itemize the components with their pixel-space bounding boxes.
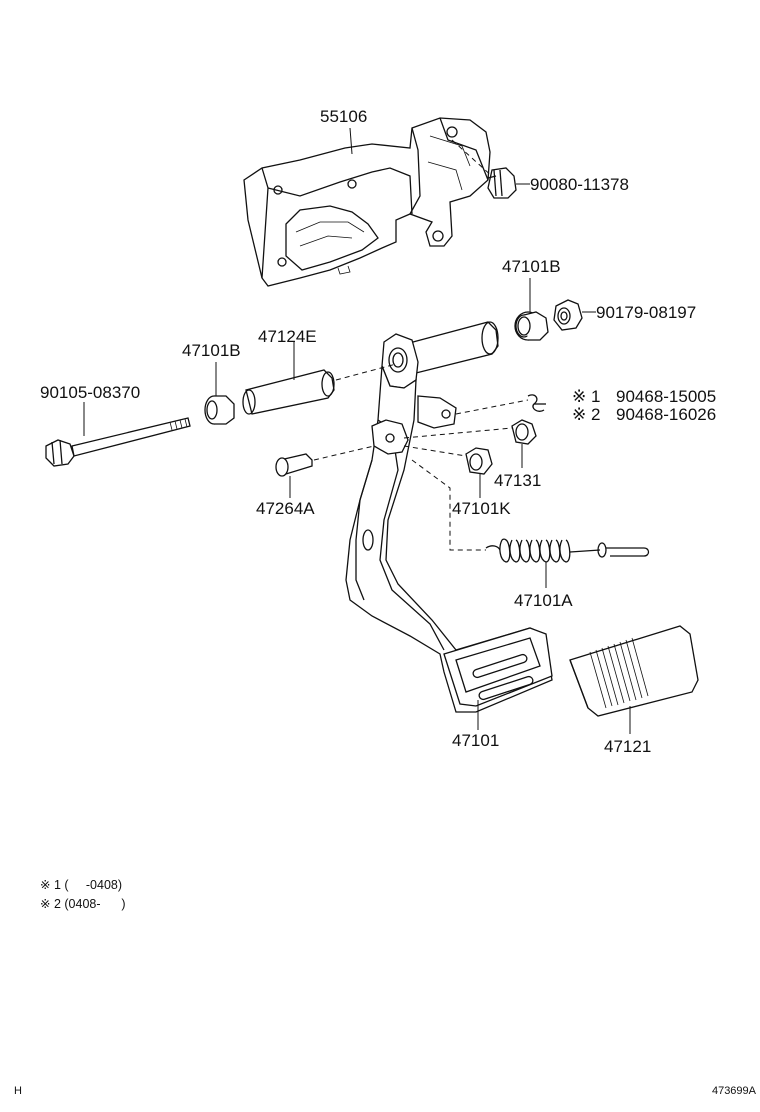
note-2: ※ 2 (0408- ) xyxy=(40,897,126,911)
label-90179-08197: 90179-08197 xyxy=(596,303,696,322)
pin-47264a[interactable] xyxy=(275,453,313,477)
label-47131: 47131 xyxy=(494,471,541,490)
pedal-bracket-55106[interactable] xyxy=(243,117,491,287)
label-90468-15005: 90468-15005 xyxy=(616,387,716,406)
mark-1: ※ 1 xyxy=(572,387,600,406)
label-47264a: 47264A xyxy=(256,499,315,518)
label-47101b-left: 47101B xyxy=(182,341,241,360)
bushing-47101b-right[interactable] xyxy=(514,311,549,341)
leader-55106 xyxy=(349,127,353,155)
note-1: ※ 1 ( -0408) xyxy=(40,878,122,892)
label-47101b-right: 47101B xyxy=(502,257,561,276)
collar-47124e[interactable] xyxy=(242,369,335,415)
label-47121: 47121 xyxy=(604,737,651,756)
label-47101a: 47101A xyxy=(514,591,573,610)
label-90105-08370: 90105-08370 xyxy=(40,383,140,402)
diagram-id: 473699A xyxy=(712,1085,757,1097)
label-47101k: 47101K xyxy=(452,499,511,518)
cushion-47131[interactable] xyxy=(511,419,537,445)
clip-90468[interactable] xyxy=(527,394,546,412)
pedal-pad-47121[interactable] xyxy=(569,625,699,717)
label-47101: 47101 xyxy=(452,731,499,750)
mark-2: ※ 2 xyxy=(572,405,600,424)
bushing-47101k[interactable] xyxy=(465,447,493,475)
bolt-90105-08370[interactable] xyxy=(45,417,191,467)
label-55106: 55106 xyxy=(320,107,367,126)
dash-collar-to-pedal xyxy=(335,363,397,381)
dash-cushion xyxy=(403,427,513,439)
dash-clip xyxy=(455,399,529,415)
nut-90179-08197[interactable] xyxy=(553,299,583,331)
bolt-90080-11378[interactable] xyxy=(451,139,517,199)
brake-pedal-47101[interactable] xyxy=(345,321,553,713)
label-47124e: 47124E xyxy=(258,327,317,346)
bushing-47101b-left[interactable] xyxy=(204,395,235,425)
label-90468-16026: 90468-16026 xyxy=(616,405,716,424)
dash-bushing-k xyxy=(403,445,467,457)
dash-pin xyxy=(313,445,375,461)
label-90080-11378: 90080-11378 xyxy=(530,175,629,194)
footer-left-code: H xyxy=(14,1085,22,1097)
